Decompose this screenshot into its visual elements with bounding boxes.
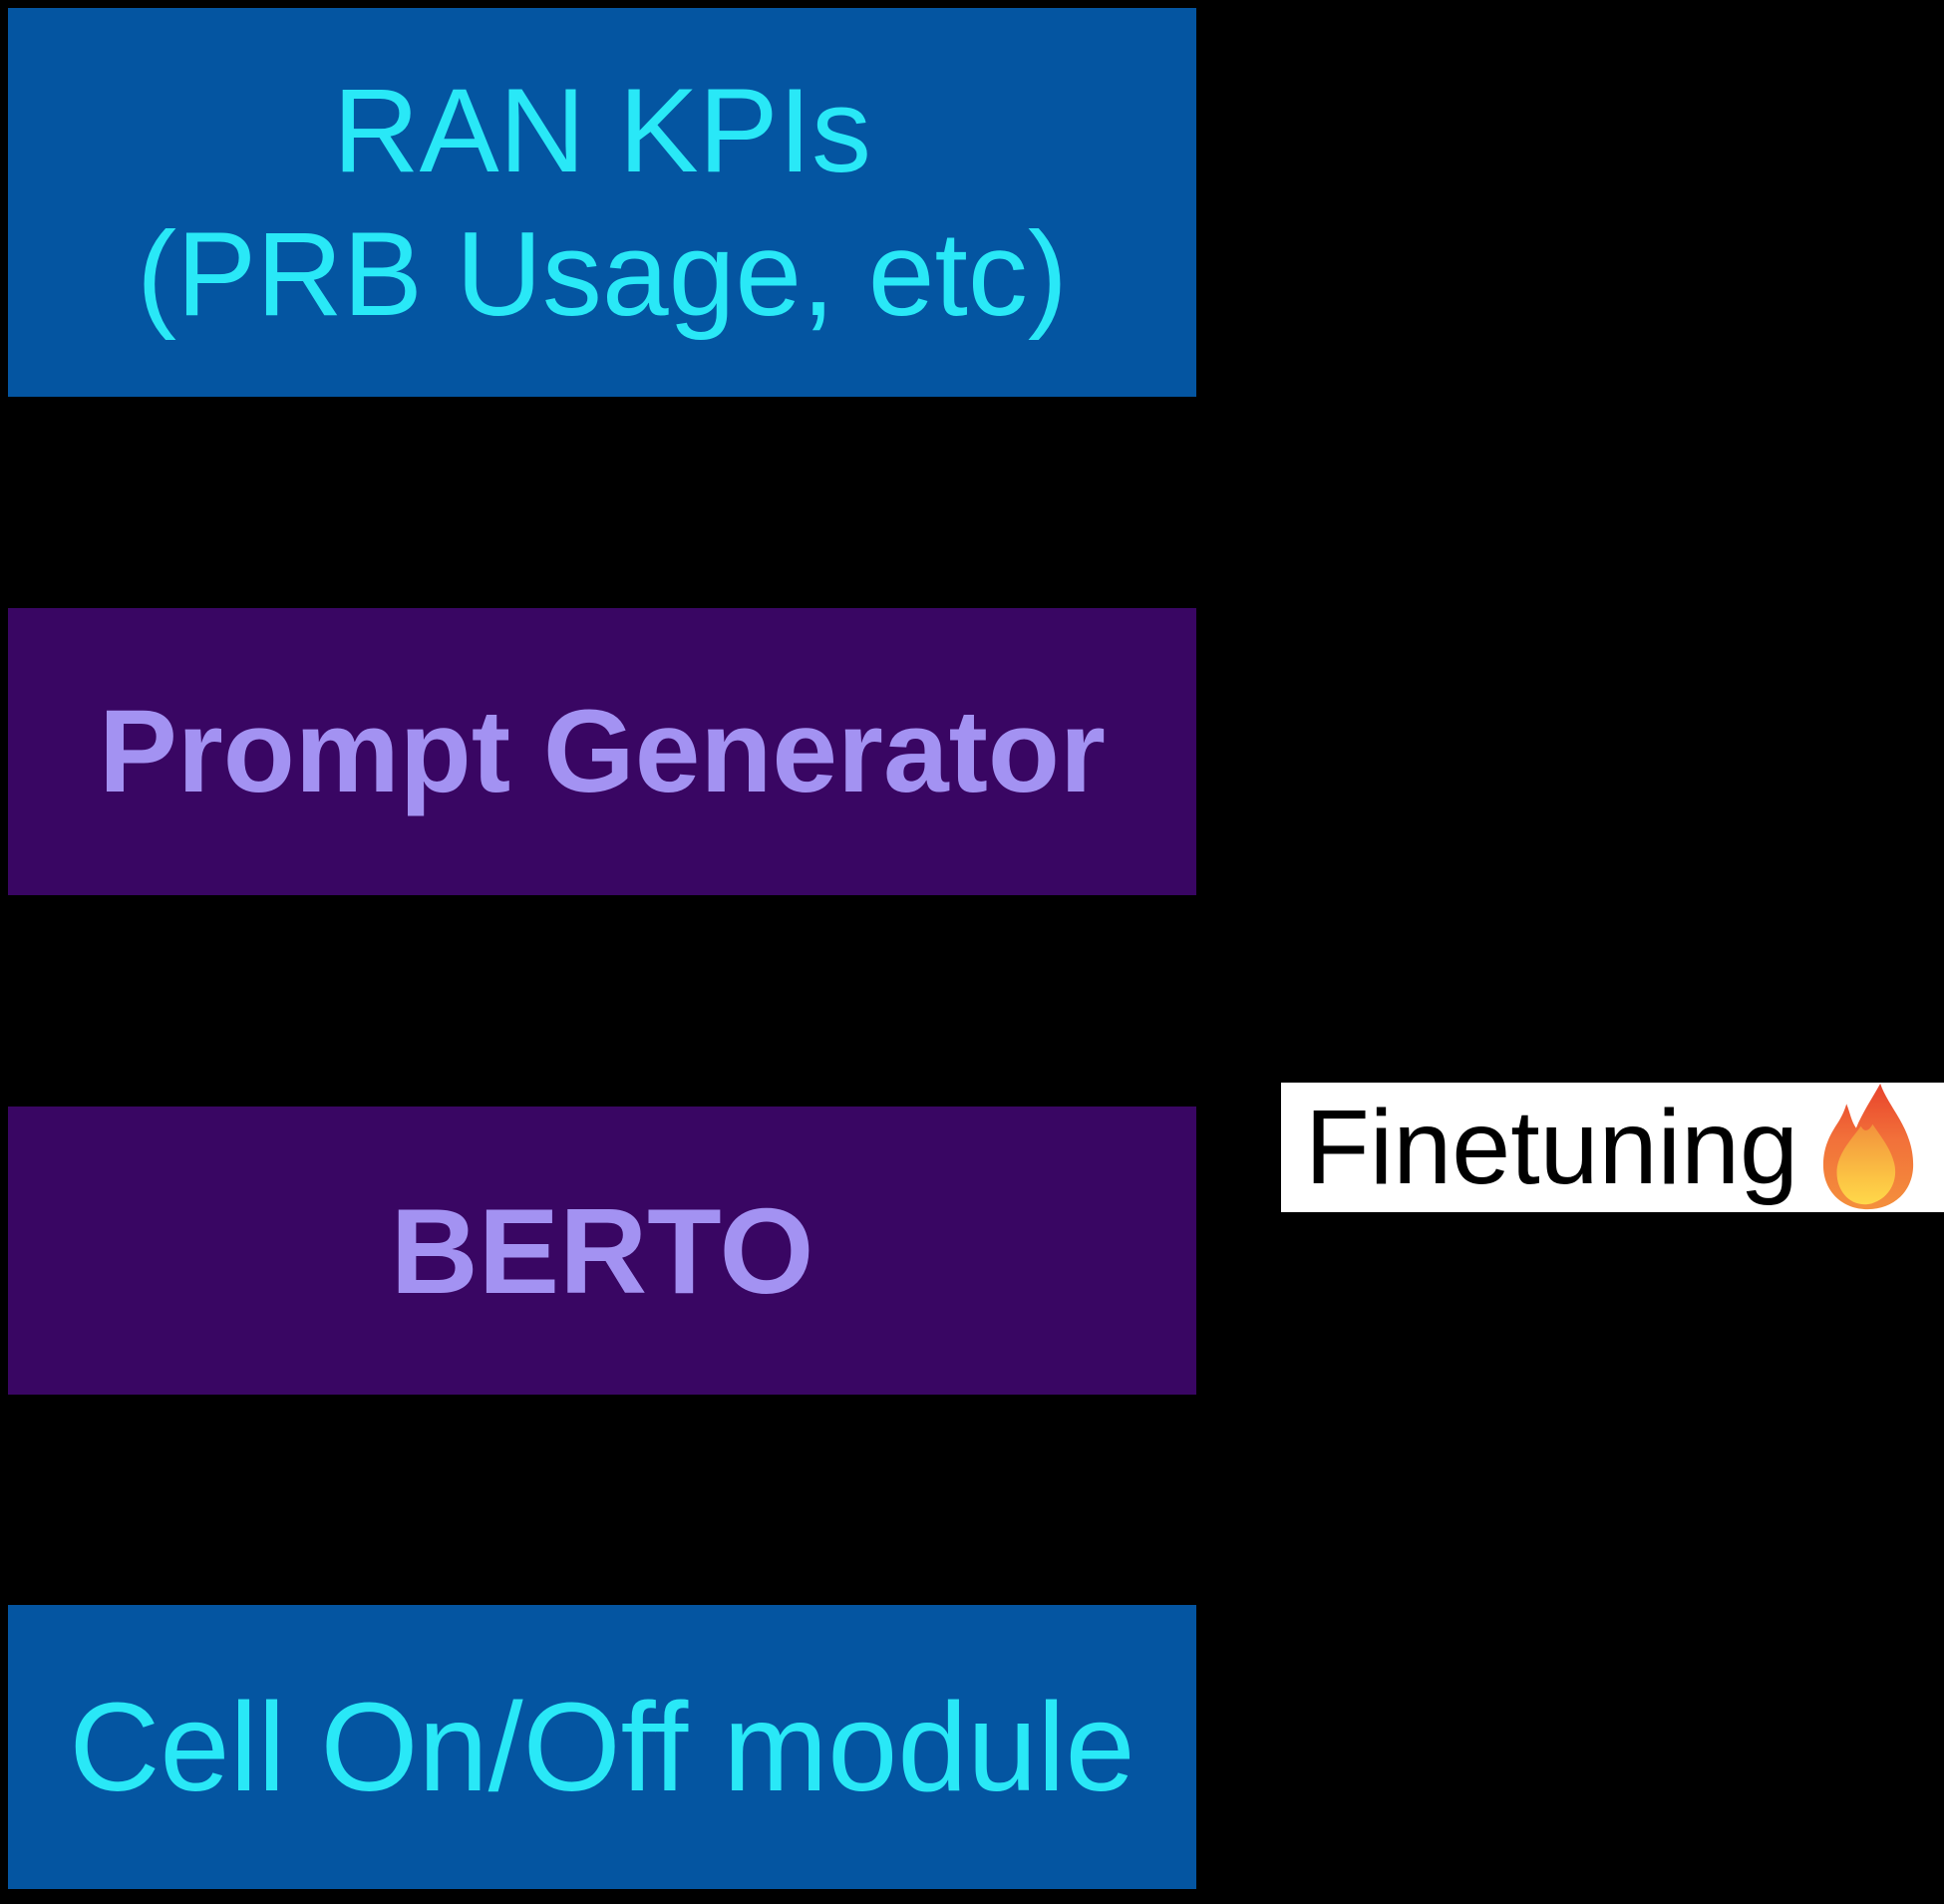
berto-label: BERTO <box>390 1182 814 1319</box>
finetuning-text: Finetuning <box>1305 1089 1799 1206</box>
ran-kpis-line2: (PRB Usage, etc) <box>137 207 1068 341</box>
box-ran-kpis: RAN KPIs (PRB Usage, etc) <box>8 8 1196 397</box>
ran-kpis-label: RAN KPIs (PRB Usage, etc) <box>137 59 1068 346</box>
fire-emoji-icon <box>1822 1084 1914 1210</box>
box-prompt-generator: Prompt Generator <box>8 608 1196 895</box>
prompt-generator-label: Prompt Generator <box>99 686 1106 817</box>
finetuning-label: Finetuning <box>1281 1083 1944 1212</box>
box-berto: BERTO <box>8 1107 1196 1395</box>
cell-onoff-label: Cell On/Off module <box>69 1677 1135 1817</box>
box-cell-onoff: Cell On/Off module <box>8 1605 1196 1889</box>
ran-kpis-line1: RAN KPIs <box>332 64 872 197</box>
